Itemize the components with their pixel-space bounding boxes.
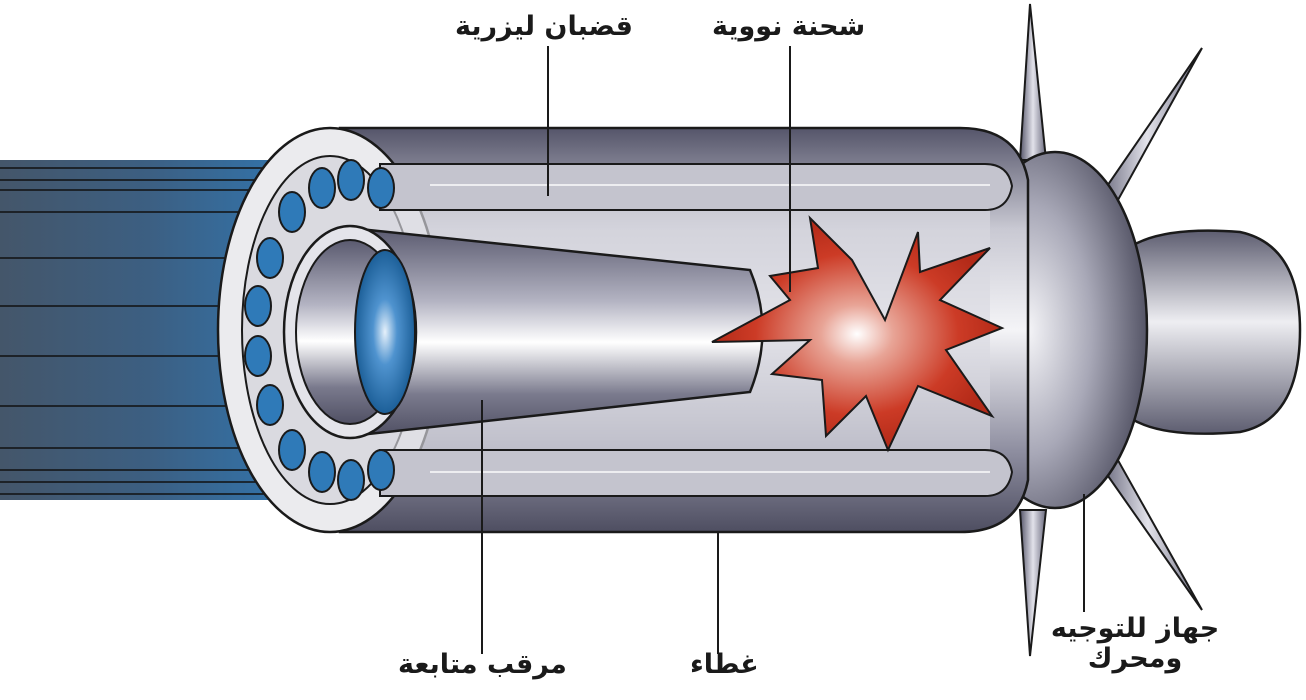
label-cover: غطاء bbox=[690, 649, 759, 680]
label-laser-rods: قضبان ليزرية bbox=[455, 11, 633, 42]
label-nuclear-charge: شحنة نووية bbox=[712, 11, 866, 42]
laser-rod-icon bbox=[379, 163, 1014, 497]
tracking-lens-icon bbox=[354, 249, 416, 415]
label-steering-engine-line1: جهاز للتوجيه bbox=[1050, 613, 1220, 644]
laser-rod-ends bbox=[244, 159, 395, 501]
label-steering-engine-line2: ومحرك bbox=[1087, 642, 1183, 674]
label-steering-engine: جهاز للتوجيه ومحرك bbox=[1040, 614, 1230, 673]
leader-lines bbox=[481, 46, 1085, 654]
engine-nozzle-icon bbox=[1118, 229, 1302, 435]
label-tracking-monitor: مرقب متابعة bbox=[398, 649, 567, 680]
explosion-star-icon bbox=[711, 215, 1005, 453]
